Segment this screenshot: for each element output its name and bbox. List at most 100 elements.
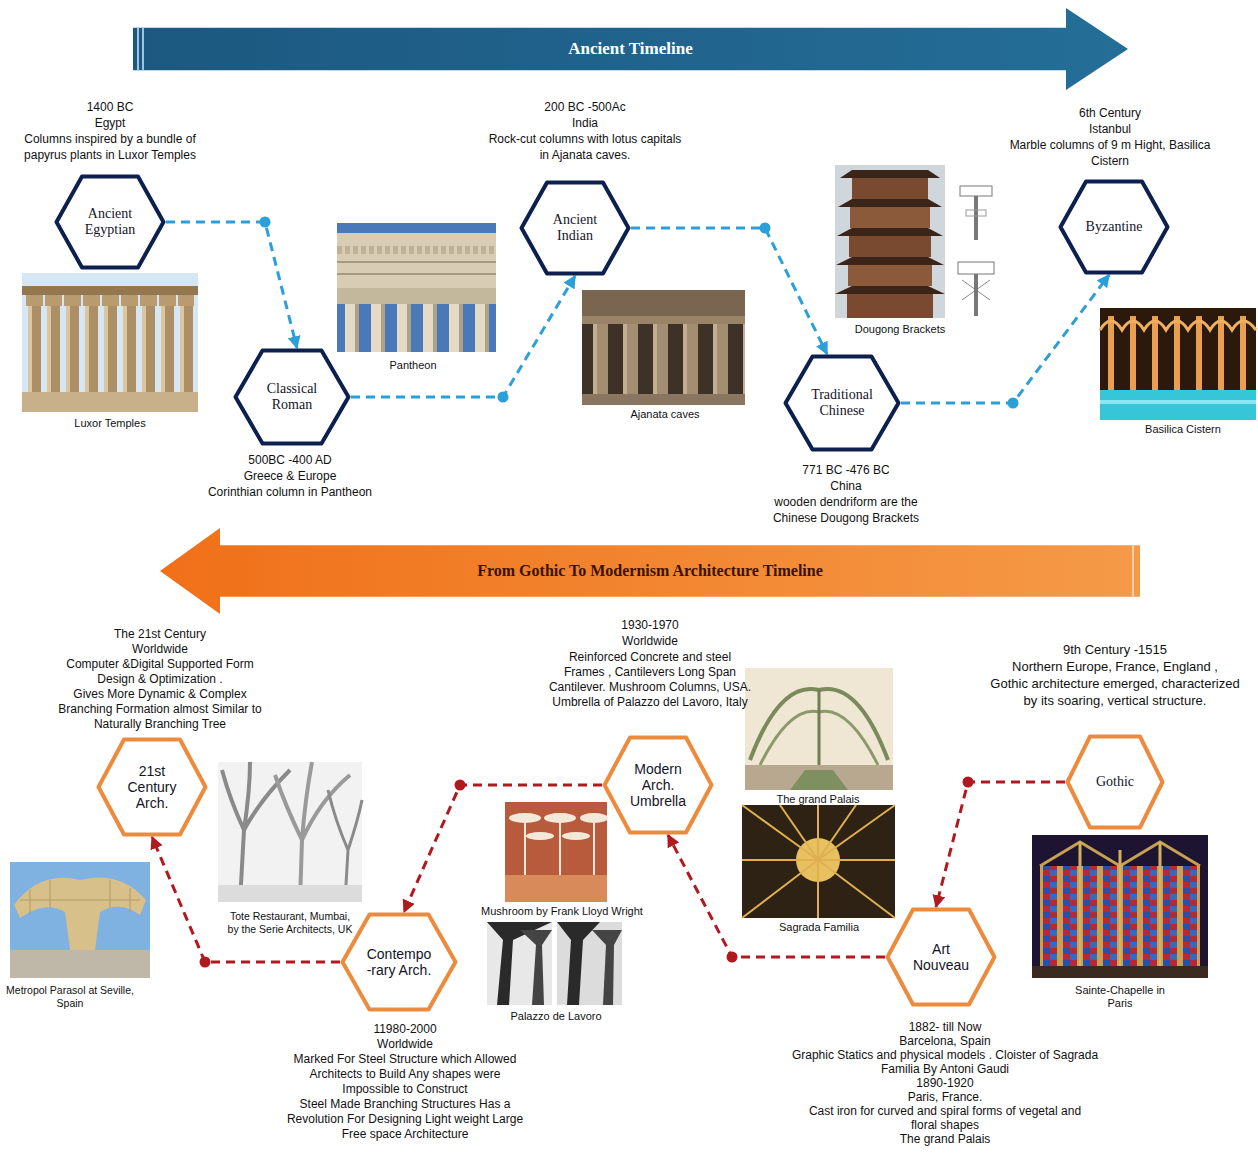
luxor-photo bbox=[22, 273, 198, 412]
photo-caption: The grand Palais bbox=[743, 793, 893, 806]
mushroom-columns-photo bbox=[509, 813, 541, 823]
period-description: Corinthian column in Pantheon bbox=[160, 484, 420, 500]
mushroom-columns-photo bbox=[524, 823, 526, 880]
timeline-hexagon: 21st Century Arch. bbox=[96, 737, 208, 837]
period-description: 1890-1920 bbox=[785, 1076, 1105, 1090]
ajanta-caves-photo bbox=[582, 316, 745, 324]
dougong-pagoda-photo bbox=[960, 186, 992, 196]
period-description: Greece & Europe bbox=[180, 468, 400, 484]
hexagon-label: 21st Century Arch. bbox=[119, 763, 185, 811]
mushroom-columns-photo bbox=[593, 823, 595, 880]
grand-palais-photo bbox=[790, 770, 848, 790]
timeline-hexagon: Contempo -rary Arch. bbox=[340, 912, 458, 1012]
mushroom-columns-photo bbox=[505, 875, 607, 902]
pantheon-photo bbox=[337, 288, 496, 304]
photo-caption: Luxor Temples bbox=[35, 417, 185, 430]
pantheon-photo bbox=[337, 273, 496, 275]
dougong-pagoda-photo bbox=[847, 294, 933, 318]
period-description: 200 BC -500Ac bbox=[475, 99, 695, 115]
ajanta-caves-photo bbox=[582, 324, 745, 394]
dougong-pagoda-photo bbox=[852, 178, 928, 199]
timeline-hexagon: Byzantine bbox=[1058, 179, 1170, 275]
period-description: China bbox=[736, 478, 956, 494]
hexagon-label: Traditional Chinese bbox=[806, 387, 878, 419]
hexagon-label: Art Nouveau bbox=[907, 941, 975, 973]
dougong-pagoda-photo bbox=[835, 286, 945, 294]
mushroom-columns-photo bbox=[580, 813, 608, 823]
sagrada-familia-photo bbox=[818, 859, 895, 861]
dougong-pagoda-photo bbox=[974, 274, 978, 316]
timeline-hexagon: Ancient Indian bbox=[519, 180, 631, 276]
period-description: Columns inspired by a bundle of papyrus … bbox=[10, 131, 210, 163]
palazzo-del-lavoro-photo bbox=[487, 922, 552, 1005]
period-description: India bbox=[475, 115, 695, 131]
period-description: Marble columns of 9 m Hight, Basilica Ci… bbox=[1005, 137, 1215, 169]
period-description: 1930-1970 bbox=[540, 618, 760, 633]
sainte-chapelle-photo bbox=[1119, 850, 1122, 978]
period-description: Paris, France. bbox=[785, 1090, 1105, 1104]
period-description: Istanbul bbox=[1000, 121, 1220, 137]
mushroom-columns-photo bbox=[505, 802, 607, 902]
tote-restaurant-photo bbox=[218, 762, 362, 902]
grand-palais-photo bbox=[745, 668, 893, 790]
pantheon-photo bbox=[337, 246, 496, 254]
sagrada-familia-photo bbox=[817, 805, 819, 860]
period-description: Worldwide bbox=[540, 634, 760, 649]
photo-caption: Tote Restaurant, Mumbai, by the Serie Ar… bbox=[228, 910, 353, 936]
period-description: 1882- till Now bbox=[785, 1020, 1105, 1034]
dashed-connector bbox=[901, 275, 1109, 409]
dashed-connector bbox=[166, 222, 297, 348]
period-description: Computer &Digital Supported Form Design … bbox=[50, 657, 270, 687]
dashed-connector bbox=[404, 785, 602, 912]
metropol-parasol-photo bbox=[10, 862, 150, 978]
metropol-parasol-photo bbox=[10, 950, 150, 978]
tote-restaurant-photo bbox=[218, 885, 362, 902]
timeline-hexagon: Traditional Chinese bbox=[783, 354, 901, 452]
mushroom-columns-photo bbox=[526, 832, 554, 840]
sagrada-familia-photo bbox=[818, 805, 856, 860]
dashed-connector bbox=[351, 276, 575, 397]
sainte-chapelle-photo bbox=[1032, 966, 1208, 978]
banner-stripe bbox=[142, 28, 144, 71]
mushroom-columns-photo bbox=[559, 823, 561, 880]
hexagon-label: Gothic bbox=[1085, 774, 1145, 790]
connector-dot bbox=[260, 217, 271, 228]
connector-dot bbox=[498, 392, 509, 403]
sagrada-familia-photo bbox=[742, 805, 895, 918]
period-description: 500BC -400 AD bbox=[180, 452, 400, 468]
photo-caption: Dougong Brackets bbox=[825, 323, 975, 336]
mushroom-columns-photo bbox=[505, 802, 608, 902]
dougong-pagoda-photo bbox=[848, 265, 932, 286]
mushroom-columns-photo bbox=[544, 813, 576, 823]
period-description: Cast iron for curved and spiral forms of… bbox=[795, 1104, 1095, 1132]
dashed-connector bbox=[631, 223, 827, 355]
dashed-connector bbox=[936, 782, 1065, 907]
dashed-connector bbox=[668, 835, 885, 957]
photo-caption: Metropol Parasol at Seville, Spain bbox=[5, 984, 135, 1010]
sagrada-familia-photo bbox=[742, 860, 818, 918]
dashed-connector bbox=[936, 777, 1065, 908]
sainte-chapelle-photo bbox=[1159, 842, 1162, 978]
hexagon-label: Ancient Egyptian bbox=[76, 206, 144, 238]
dougong-pagoda-photo bbox=[958, 262, 994, 274]
dashed-connector bbox=[166, 217, 297, 349]
ajanta-caves-photo bbox=[582, 290, 745, 405]
hexagon-label: Ancient Indian bbox=[541, 212, 609, 244]
period-description: Worldwide bbox=[265, 1037, 545, 1052]
period-description: Steel Made Branching Structures Has a Re… bbox=[275, 1097, 535, 1142]
metropol-parasol-photo bbox=[110, 880, 111, 908]
hexagon-outline bbox=[236, 351, 349, 444]
period-description: Worldwide bbox=[50, 642, 270, 657]
connector-dot bbox=[200, 957, 211, 968]
dashed-connector bbox=[152, 837, 340, 962]
metropol-parasol-photo bbox=[20, 900, 140, 901]
sagrada-familia-photo bbox=[742, 859, 818, 861]
luxor-photo bbox=[22, 286, 198, 295]
period-description: Graphic Statics and physical models . Cl… bbox=[785, 1048, 1105, 1076]
pantheon-photo bbox=[337, 304, 496, 352]
sainte-chapelle-photo bbox=[1032, 835, 1208, 978]
metropol-parasol-photo bbox=[10, 862, 150, 978]
grand-palais-photo bbox=[745, 668, 893, 790]
dashed-connector bbox=[668, 835, 885, 963]
metropol-parasol-photo bbox=[30, 890, 31, 915]
